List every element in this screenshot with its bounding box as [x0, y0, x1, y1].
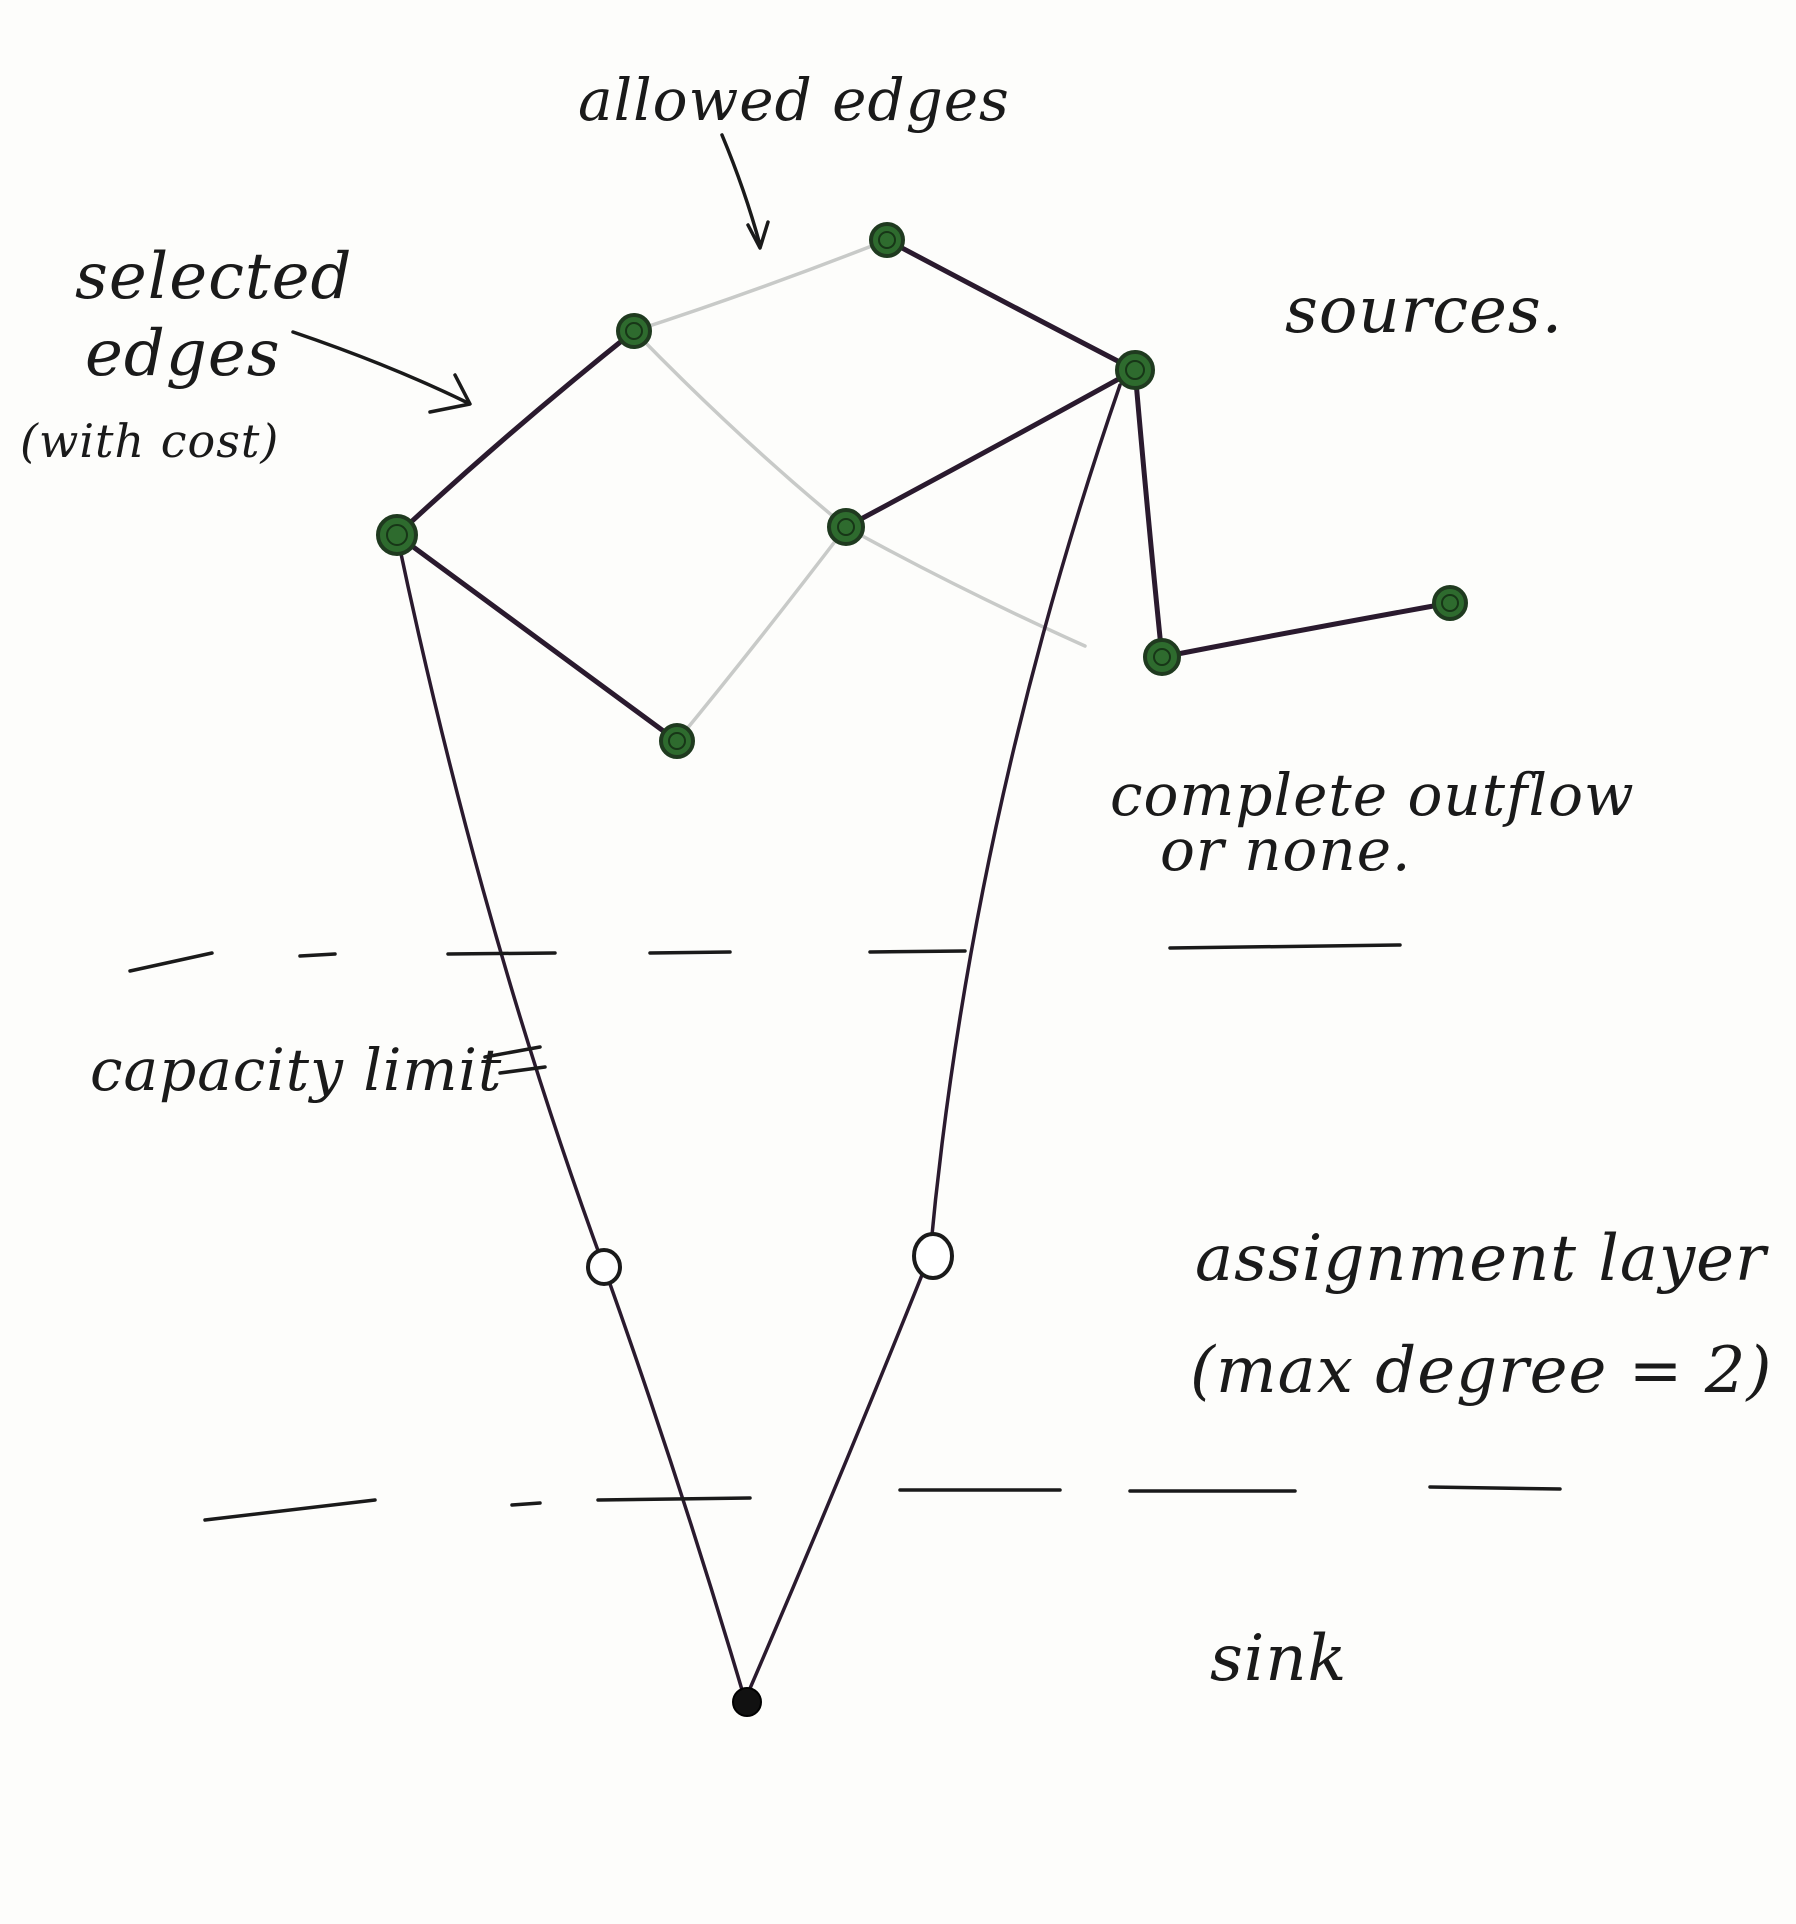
- label-selected-edges-line3: (with cost): [20, 414, 279, 468]
- allowed-edge: [844, 525, 1087, 648]
- separator-assignment: [203, 1485, 1562, 1522]
- label-assignment-layer-line1: assignment layer: [1195, 1222, 1769, 1296]
- source-node: [869, 222, 905, 258]
- label-allowed-edges: allowed edges: [578, 66, 1010, 134]
- source-node: [376, 514, 418, 556]
- sink-edge: [602, 1265, 747, 1702]
- capacity-edge: [395, 533, 606, 1269]
- label-selected-edges-line2: edges: [85, 317, 281, 391]
- source-node: [659, 723, 695, 759]
- allowed-edge: [632, 238, 889, 333]
- source-node: [616, 313, 652, 349]
- source-node: [1115, 350, 1155, 390]
- label-complete-outflow-line2: or none.: [1160, 816, 1411, 884]
- label-sink: sink: [1210, 1622, 1347, 1696]
- label-capacity-limit: capacity limit: [90, 1036, 502, 1104]
- source-nodes: [376, 222, 1468, 759]
- label-selected-edges-line1: selected: [75, 240, 352, 314]
- selected-edge: [1132, 367, 1165, 660]
- separator-capacity: [128, 943, 1402, 973]
- assignment-node: [586, 1248, 622, 1286]
- sink-edge: [743, 1253, 932, 1702]
- arrow-selected-edges: [291, 330, 472, 414]
- layer-edges: [395, 383, 1122, 1702]
- capacity-limit-ticks: [483, 1045, 547, 1075]
- selected-edge: [843, 367, 1138, 530]
- arrow-allowed-edges: [720, 133, 770, 250]
- sink-node: [732, 1687, 762, 1717]
- selected-edge: [1159, 600, 1453, 660]
- source-node: [827, 508, 865, 546]
- assignment-node: [912, 1232, 954, 1280]
- selected-edge: [394, 532, 680, 744]
- label-sources: sources.: [1285, 274, 1563, 348]
- selected-edge: [884, 237, 1138, 373]
- label-assignment-layer-line2: (max degree = 2): [1190, 1334, 1772, 1408]
- assignment-nodes: [586, 1232, 954, 1286]
- allowed-edges: [632, 238, 1087, 743]
- allowed-edge: [632, 329, 848, 529]
- source-node: [1143, 638, 1181, 676]
- allowed-edge: [675, 525, 848, 743]
- selected-edges: [394, 237, 1453, 744]
- label-complete-outflow-line1: complete outflow: [1110, 761, 1635, 829]
- source-node: [1432, 585, 1468, 621]
- capacity-edge: [928, 383, 1122, 1257]
- selected-edge: [394, 328, 637, 538]
